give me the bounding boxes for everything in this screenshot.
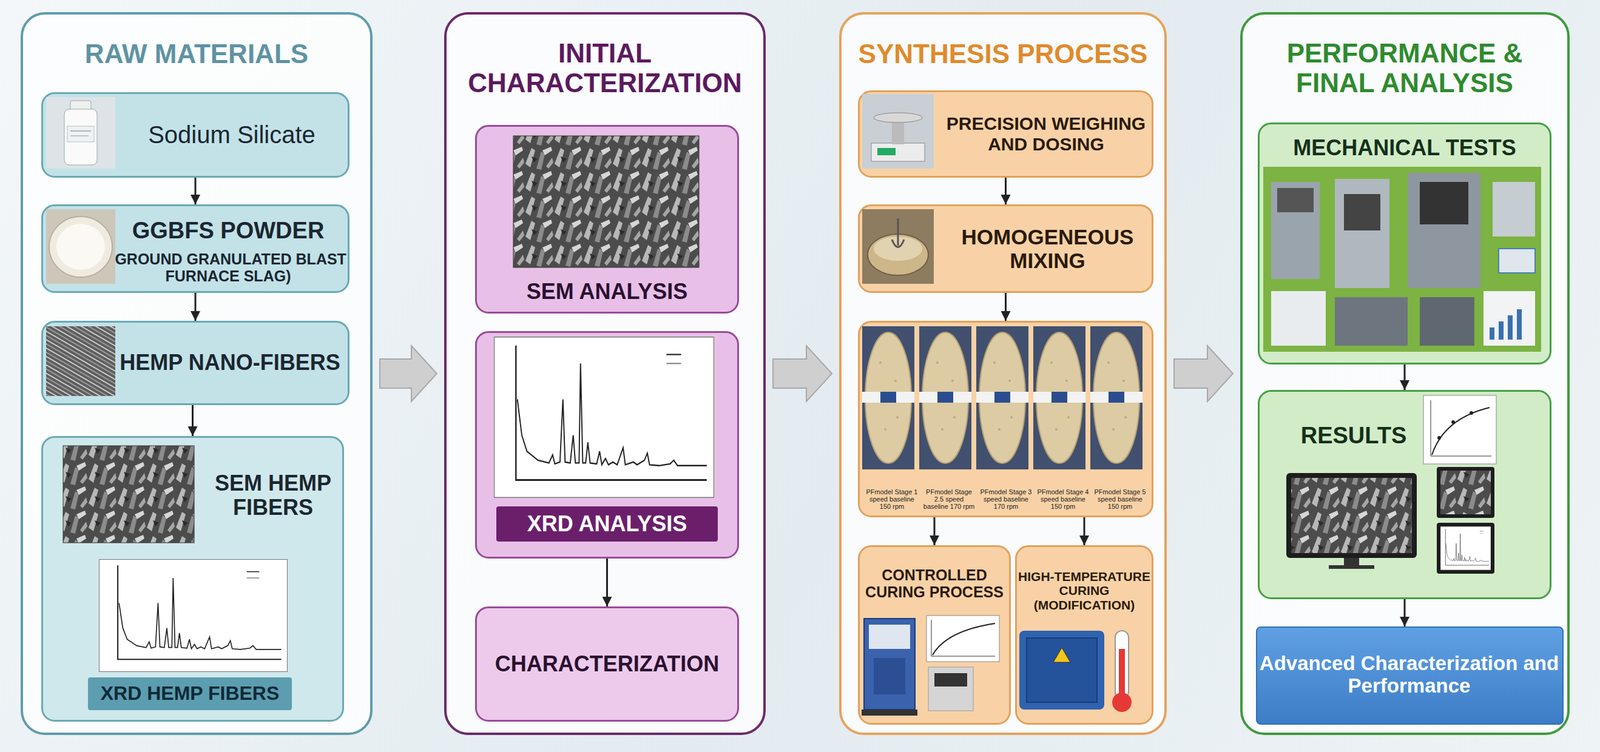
text-frame: GGBFS POWDER <box>109 214 347 247</box>
box-label: GGBFS POWDER <box>132 217 325 244</box>
text-frame: PFmodel Stage 1 speed baseline 150 rpm <box>864 484 920 515</box>
text-frame: PFmodel Stage 3 speed baseline 170 rpm <box>978 484 1034 515</box>
result-box: RESULTS <box>1257 390 1552 600</box>
text-frame: PFmodel Stage 2.5 speed baseline 170 rpm <box>921 484 977 515</box>
process-box: PRECISION WEIGHING AND DOSING <box>857 90 1154 178</box>
photo-caption: PFmodel Stage 2.5 speed baseline 170 rpm <box>921 488 977 511</box>
text-frame: MECHANICAL TESTS <box>1259 132 1550 164</box>
text-frame: SEM ANALYSIS <box>476 275 738 309</box>
stage-panel: PERFORMANCE & FINAL ANALYSIS MECHANICAL T… <box>1240 12 1570 736</box>
text-frame: PRECISION WEIGHING AND DOSING <box>939 92 1153 176</box>
process-box: CHARACTERIZATION <box>475 606 740 723</box>
box-label: MECHANICAL TESTS <box>1292 135 1516 161</box>
photo-panel: PFmodel Stage 1 speed baseline 150 rpmPF… <box>857 320 1154 518</box>
stage-arrow <box>379 345 437 402</box>
box-label: PRECISION WEIGHING AND DOSING <box>939 113 1153 155</box>
flow-arrow <box>194 293 197 321</box>
stage-panel: INITIAL CHARACTERIZATION SEM ANALYSIS XRD … <box>444 12 766 736</box>
process-box: HIGH-TEMPERATURE CURING (MODIFICATION) <box>1015 545 1154 726</box>
box-label: CONTROLLED CURING PROCESS <box>861 566 1008 601</box>
summary-box: Advanced Characterization and Performanc… <box>1255 626 1564 726</box>
flow-arrow <box>1404 364 1406 391</box>
text-frame: SEM HEMP FIBERS <box>203 462 343 530</box>
text-frame: PERFORMANCE & FINAL ANALYSIS <box>1252 31 1557 105</box>
panel-title: PERFORMANCE & FINAL ANALYSIS <box>1252 38 1557 99</box>
text-frame: RESULTS <box>1292 417 1415 454</box>
text-frame: INITIAL CHARACTERIZATION <box>452 31 758 105</box>
flow-arrow <box>194 177 197 205</box>
box-label: HEMP NANO-FIBERS <box>119 350 340 375</box>
panel-title: SYNTHESIS PROCESS <box>858 38 1148 69</box>
stage-panel: SYNTHESIS PROCESS PRECISION WEIGHING AND … <box>839 12 1167 736</box>
text-frame: SYNTHESIS PROCESS <box>841 32 1165 76</box>
box-note: (GROUND GRANULATED BLAST FURNACE SLAG) <box>109 250 347 285</box>
result-box: MECHANICAL TESTS <box>1257 122 1552 365</box>
box-label: HIGH-TEMPERATURE CURING (MODIFICATION) <box>1017 569 1152 613</box>
text-frame: PFmodel Stage 5 speed baseline 150 rpm <box>1092 484 1148 515</box>
stage-arrow <box>1174 345 1233 402</box>
photo-caption: PFmodel Stage 1 speed baseline 150 rpm <box>864 488 920 511</box>
text-frame: Sodium Silicate <box>119 94 345 176</box>
text-frame: HIGH-TEMPERATURE CURING (MODIFICATION) <box>1017 554 1152 628</box>
text-frame: HEMP NANO-FIBERS <box>114 322 346 404</box>
photo-caption: PFmodel Stage 3 speed baseline 170 rpm <box>978 488 1034 511</box>
box-label: Sodium Silicate <box>148 121 316 149</box>
chart-label: XRD HEMP FIBERS <box>100 683 280 706</box>
process-box: HOMOGENEOUS MIXING <box>857 204 1154 294</box>
stage-arrow <box>772 345 832 402</box>
box-label: CHARACTERIZATION <box>495 652 719 677</box>
box-label: SEM HEMP FIBERS <box>203 471 343 521</box>
text-frame: CONTROLLED CURING PROCESS <box>861 554 1008 613</box>
box-label: SEM ANALYSIS <box>526 279 688 304</box>
analysis-box: SEM HEMP FIBERS XRD HEMP FIBERS <box>41 436 345 723</box>
material-box: HEMP NANO-FIBERS <box>41 320 350 406</box>
box-label: HOMOGENEOUS MIXING <box>942 225 1153 273</box>
flow-arrow <box>191 405 194 437</box>
text-frame: CHARACTERIZATION <box>476 608 738 721</box>
text-frame: XRD ANALYSIS <box>496 506 718 542</box>
text-frame: HOMOGENEOUS MIXING <box>942 206 1153 292</box>
flow-arrow <box>933 517 936 546</box>
text-frame: PFmodel Stage 4 speed baseline 150 rpm <box>1035 484 1091 515</box>
text-frame: (GROUND GRANULATED BLAST FURNACE SLAG) <box>109 246 347 289</box>
stage-panel: RAW MATERIALS Sodium SilicateGGBFS POWDER… <box>20 12 373 736</box>
flow-arrow <box>1004 293 1007 321</box>
material-box: GGBFS POWDER (GROUND GRANULATED BLAST FUR… <box>41 204 350 294</box>
material-box: Sodium Silicate <box>41 92 350 178</box>
analysis-box: SEM ANALYSIS <box>475 124 740 314</box>
photo-caption: PFmodel Stage 5 speed baseline 150 rpm <box>1092 488 1148 511</box>
panel-title: INITIAL CHARACTERIZATION <box>452 38 758 99</box>
analysis-box: XRD ANALYSIS <box>475 331 740 559</box>
text-frame: RAW MATERIALS <box>23 32 371 76</box>
box-label: RESULTS <box>1300 422 1408 449</box>
flow-arrow <box>1083 517 1086 546</box>
chart-label: XRD ANALYSIS <box>527 512 687 537</box>
text-frame: Advanced Characterization and Performanc… <box>1257 627 1562 723</box>
flow-arrow <box>606 558 608 607</box>
process-box: CONTROLLED CURING PROCESS <box>857 545 1011 726</box>
photo-caption: PFmodel Stage 4 speed baseline 150 rpm <box>1035 488 1091 511</box>
flow-arrow <box>1004 177 1007 205</box>
box-label: Advanced Characterization and Performanc… <box>1257 652 1562 698</box>
text-frame: XRD HEMP FIBERS <box>87 677 292 711</box>
flow-arrow <box>1404 599 1406 627</box>
panel-title: RAW MATERIALS <box>84 38 309 69</box>
